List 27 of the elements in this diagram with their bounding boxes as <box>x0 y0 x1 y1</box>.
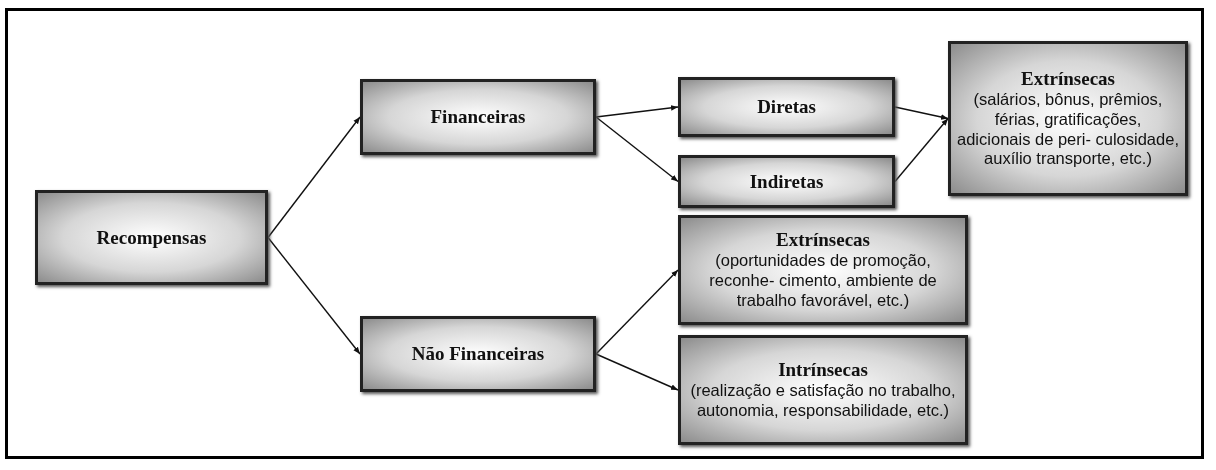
category-title: Indiretas <box>749 170 824 193</box>
arrow <box>595 269 679 355</box>
category-title: Intrínsecas <box>778 359 868 382</box>
arrow <box>894 117 949 183</box>
arrow <box>267 116 361 239</box>
category-box <box>678 77 895 137</box>
category-title: Extrínsecas <box>776 229 870 252</box>
arrow <box>595 116 679 183</box>
category-title: Não Financeiras <box>411 343 545 365</box>
arrow <box>595 105 679 118</box>
arrow <box>267 236 361 355</box>
category-box <box>360 316 596 392</box>
category-box <box>678 335 968 445</box>
category-description: (salários, bônus, prêmios, férias, gratificações, adicionais de peri- culosidade, auxílio transporte, etc.) <box>957 89 1179 170</box>
category-box <box>360 79 596 155</box>
category-description: (oportunidades de promoção, reconhe- cimento, ambiente de trabalho favorável, etc.) <box>708 251 938 311</box>
category-title: Diretas <box>757 96 816 118</box>
category-title: Financeiras <box>430 106 526 128</box>
category-title: Recompensas <box>96 226 207 249</box>
category-box <box>35 190 268 285</box>
category-box <box>948 41 1188 196</box>
category-box <box>678 215 968 325</box>
arrow <box>595 353 679 391</box>
category-title: Extrínsecas <box>1021 67 1115 90</box>
arrow <box>894 106 949 120</box>
category-box <box>678 155 895 208</box>
category-description: (realização e satisfação no trabalho, autonomia, responsabilidade, etc.) <box>689 381 957 421</box>
